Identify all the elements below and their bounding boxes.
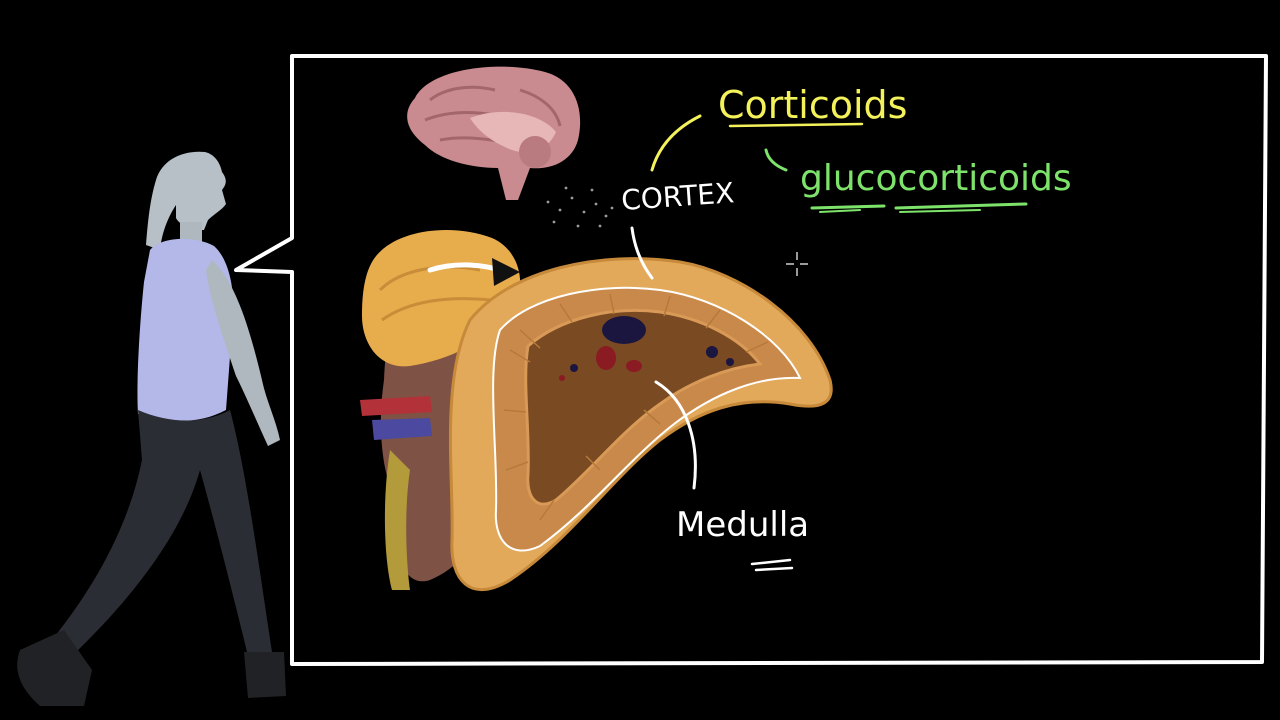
arrow-icon	[427, 258, 520, 286]
crosshair-cursor-icon	[786, 252, 808, 276]
brain-illustration	[407, 66, 614, 228]
corticoids-label: Corticoids	[718, 83, 907, 127]
glucocorticoids-label: glucocorticoids	[800, 158, 1072, 199]
cortex-label: CORTEX	[620, 176, 735, 217]
speech-frame	[234, 54, 1268, 666]
adrenal-cross-section	[448, 257, 833, 592]
presenter-figure	[17, 151, 286, 706]
annotation-lines	[630, 114, 1028, 572]
medulla-label: Medulla	[676, 505, 809, 545]
